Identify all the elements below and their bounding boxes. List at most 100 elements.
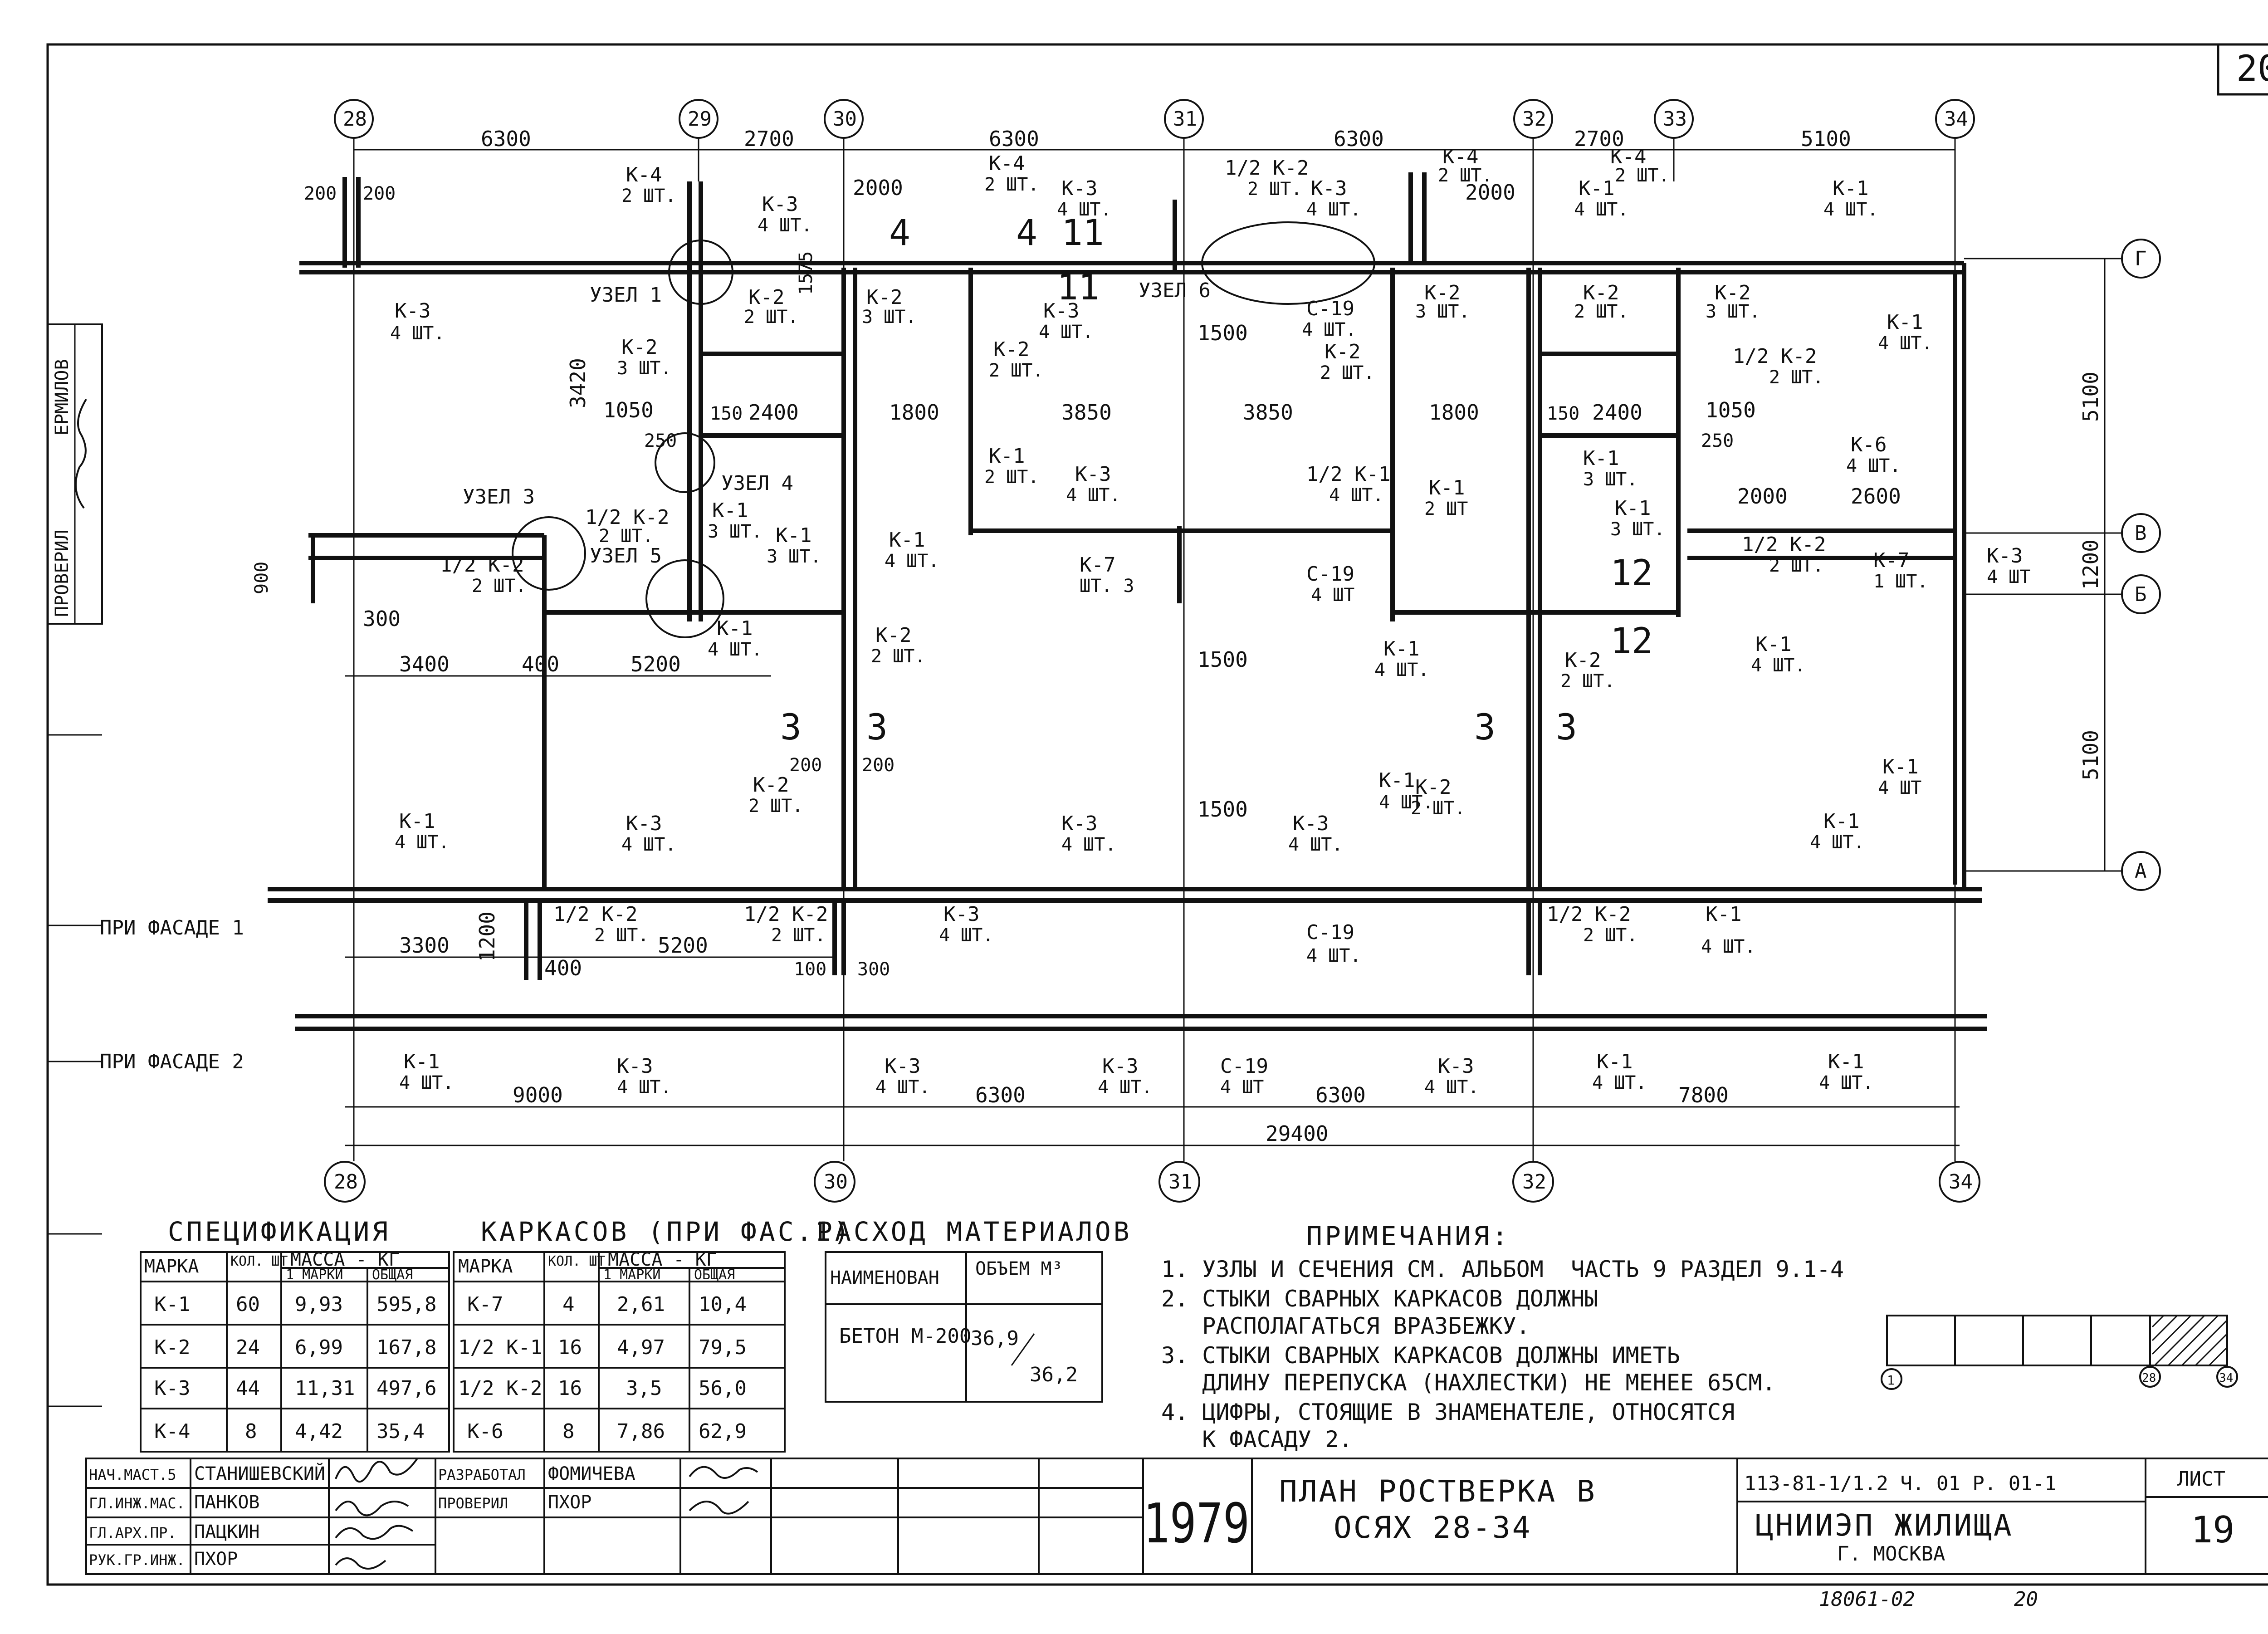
svg-text:4 ШТ.: 4 ШТ. (399, 1072, 454, 1093)
cage-mark: К-34 ШТ. (1098, 1055, 1152, 1098)
dim-5200a: 5200 (631, 652, 681, 676)
cage-mark: С-194 ШТ. (1306, 921, 1361, 966)
title-line-1: ПЛАН РОСТВЕРКА В (1279, 1474, 1597, 1509)
dim-1050a: 1050 (603, 398, 654, 422)
svg-text:1/2 К-2: 1/2 К-2 (458, 1377, 542, 1400)
svg-text:К-2: К-2 (1715, 281, 1750, 304)
svg-text:К-1: К-1 (1755, 633, 1791, 656)
svg-text:2 ШТ.: 2 ШТ. (472, 576, 526, 597)
svg-text:16: 16 (558, 1377, 582, 1400)
svg-text:С-19: С-19 (1306, 297, 1354, 320)
svg-text:К-7: К-7 (467, 1293, 503, 1316)
title-code: 113-81-1/1.2 Ч. 01 Р. 01-1 (1744, 1472, 2057, 1495)
dim-top-3: 6300 (1334, 127, 1384, 151)
svg-text:К-1: К-1 (1882, 755, 1918, 778)
svg-text:ПХОР: ПХОР (194, 1549, 238, 1570)
cage-mark: К-34 ШТ. (1066, 463, 1120, 506)
cage-mark: К-7ШТ. 3 (1080, 553, 1134, 597)
facade-label-2: ПРИ ФАСАДЕ 2 (100, 1050, 244, 1073)
svg-text:К-2: К-2 (154, 1336, 190, 1359)
cage-mark: К-34 ШТ. (758, 193, 812, 236)
svg-text:4 ШТ.: 4 ШТ. (395, 832, 449, 853)
axis-top-0: 28 (343, 108, 367, 131)
svg-text:1/2 К-2: 1/2 К-2 (440, 553, 524, 577)
node-4: УЗЕЛ 4 (721, 472, 793, 495)
cage-mark: К-14 ШТ. (1810, 810, 1864, 853)
cage-mark: К-34 ШТ. (1288, 812, 1343, 855)
svg-text:4 ШТ.: 4 ШТ. (1823, 199, 1878, 220)
svg-text:4 ШТ.: 4 ШТ. (708, 639, 762, 660)
cage-mark: К-14 ШТ. (1574, 177, 1628, 220)
cage-mark: К-34 ШТ (1987, 544, 2030, 587)
dim-250b: 250 (1701, 431, 1734, 451)
cage-mark: К-14 ШТ. (1379, 769, 1433, 813)
dim-bottom-3: 7800 (1678, 1083, 1729, 1107)
svg-text:4 ШТ.: 4 ШТ. (617, 1077, 671, 1098)
title-city: Г. МОСКВА (1837, 1542, 1945, 1566)
dim-300a: 300 (363, 607, 401, 631)
svg-text:4 ШТ.: 4 ШТ. (1424, 1077, 1479, 1098)
svg-text:3,5: 3,5 (626, 1377, 662, 1400)
svg-text:К-7: К-7 (1873, 549, 1909, 572)
bottom-stamp: 18061-02 (1819, 1588, 1915, 1611)
dim-150b: 150 (1547, 403, 1579, 424)
dim-top-1: 2700 (744, 127, 794, 151)
svg-text:СТАНИШЕВСКИЙ: СТАНИШЕВСКИЙ (194, 1463, 325, 1484)
notes-title: ПРИМЕЧАНИЯ: (1306, 1221, 1510, 1252)
svg-text:К-7: К-7 (1080, 553, 1115, 577)
cage-mark: К-34 ШТ. (939, 903, 993, 946)
dim-bottom-2: 6300 (1315, 1083, 1366, 1107)
svg-text:4,97: 4,97 (617, 1336, 665, 1359)
dim-2000c: 2000 (1737, 484, 1788, 509)
axis-bottom-4: 34 (1949, 1170, 1973, 1194)
svg-text:4 ШТ.: 4 ШТ. (1329, 485, 1383, 506)
svg-text:1 ШТ.: 1 ШТ. (1873, 571, 1928, 592)
axis-right-1: В (2135, 522, 2147, 545)
svg-text:4 ШТ.: 4 ШТ. (1061, 834, 1116, 855)
cage-mark: К-71 ШТ. (1873, 549, 1928, 592)
note-line: 4. ЦИФРЫ, СТОЯЩИЕ В ЗНАМЕНАТЕЛЕ, ОТНОСЯТ… (1161, 1399, 1735, 1425)
room-mark: 12 (1610, 621, 1653, 662)
svg-text:4: 4 (562, 1293, 575, 1316)
cage-mark: К-14 ШТ. (395, 810, 449, 853)
materials-name: БЕТОН М-200 (839, 1325, 971, 1348)
svg-text:2 ШТ.: 2 ШТ. (1320, 362, 1374, 383)
cage-mark: К-34 ШТ. (1039, 299, 1093, 342)
svg-text:РУК.ГР.ИНЖ.: РУК.ГР.ИНЖ. (89, 1551, 185, 1569)
key-plan-mid: 28 (2142, 1371, 2156, 1385)
dim-1575: 1575 (796, 251, 816, 295)
dim-200d: 200 (862, 755, 894, 776)
svg-text:1/2 К-2: 1/2 К-2 (1547, 903, 1631, 926)
svg-text:3 ШТ.: 3 ШТ. (617, 358, 671, 379)
note-line: ДЛИНУ ПЕРЕПУСКА (НАХЛЕСТКИ) НЕ МЕНЕЕ 65С… (1161, 1370, 1776, 1396)
cage-mark: 1/2 К-22 ШТ. (1742, 533, 1826, 576)
svg-text:К-2: К-2 (621, 336, 657, 359)
svg-text:К-6: К-6 (467, 1420, 503, 1443)
dim-top-2: 6300 (989, 127, 1039, 151)
cage-mark: С-194 ШТ (1220, 1055, 1268, 1098)
dim-3420: 3420 (566, 358, 590, 408)
materials-col2: ОБЪЕМ М³ (975, 1258, 1063, 1279)
title-org: ЦНИИЭП ЖИЛИЩА (1755, 1508, 2014, 1543)
cage-mark: 1/2 К-22 ШТ. (1547, 903, 1637, 946)
axis-top-1: 29 (688, 108, 712, 131)
svg-text:РАЗРАБОТАЛ: РАЗРАБОТАЛ (438, 1466, 526, 1483)
outer-frame (46, 43, 2268, 1586)
svg-text:К-3: К-3 (1061, 177, 1097, 200)
svg-text:2 ШТ.: 2 ШТ. (1769, 367, 1823, 388)
dim-right-0: 5100 (2078, 372, 2103, 422)
svg-text:К-3: К-3 (943, 903, 979, 926)
svg-text:497,6: 497,6 (376, 1377, 436, 1400)
svg-text:16: 16 (558, 1336, 582, 1359)
sheet-number: 19 (2191, 1509, 2234, 1551)
svg-text:3 ШТ.: 3 ШТ. (1415, 301, 1470, 322)
materials-table (825, 1251, 1103, 1403)
svg-text:2 ШТ.: 2 ШТ. (621, 186, 676, 206)
svg-text:4 ШТ.: 4 ШТ. (1810, 832, 1864, 853)
svg-text:С-19: С-19 (1306, 563, 1354, 586)
note-line: 3. СТЫКИ СВАРНЫХ КАРКАСОВ ДОЛЖНЫ ИМЕТЬ (1161, 1342, 1680, 1369)
room-mark: 11 (1057, 267, 1100, 308)
dim-2400a: 2400 (748, 400, 799, 425)
svg-text:3 ШТ.: 3 ШТ. (1583, 469, 1637, 490)
sheet-label: ЛИСТ (2177, 1468, 2225, 1491)
